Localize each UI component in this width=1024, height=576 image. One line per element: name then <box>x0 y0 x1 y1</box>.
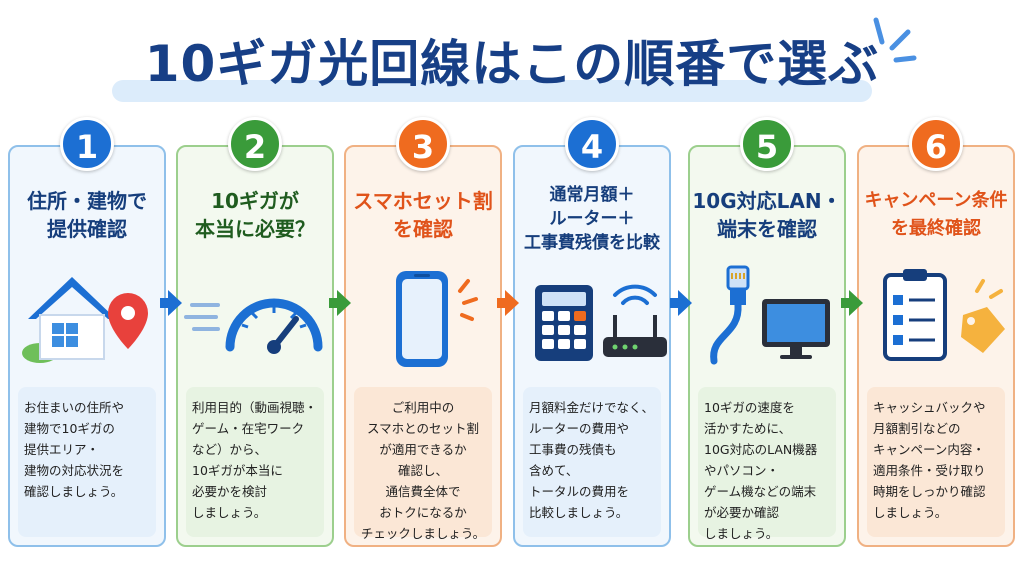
desc-line: キャッシュバックや <box>873 400 986 415</box>
desc-line: しましょう。 <box>873 505 948 520</box>
speedometer-icon <box>184 298 323 354</box>
step-description: 利用目的（動画視聴・ ゲーム・在宅ワーク など）から、 10ギガが本当に 必要か… <box>186 387 324 537</box>
desc-line: 建物で10ギガの <box>24 421 115 436</box>
desc-line: ゲーム機などの端末 <box>704 484 817 499</box>
desc-line: 必要かを検討 <box>192 484 268 499</box>
step-title: 10G対応LAN・ 端末を確認 <box>690 187 844 243</box>
arrow-right-icon <box>160 290 182 316</box>
step-card-2: 10ギガが 本当に必要？ 利用目的（動画視聴・ ゲーム・在宅ワーク など）から、… <box>176 145 334 547</box>
step-number-badge: 1 <box>60 117 114 171</box>
arrow-right-icon <box>670 290 692 316</box>
desc-line: 利用目的（動画視聴・ <box>192 400 318 415</box>
desc-line: 10ギガが本当に <box>192 463 283 478</box>
step-card-6: キャンペーン条件 を最終確認 キャッシュバックや 月額割引などの キャンペーン内… <box>857 145 1015 547</box>
step-description: お住まいの住所や 建物で10ギガの 提供エリア・ 建物の対応状況を 確認しましょ… <box>18 387 156 537</box>
step-number-badge: 6 <box>909 117 963 171</box>
desc-line: 含めて、 <box>529 463 579 478</box>
calculator-router-icon <box>535 284 667 361</box>
desc-line: 確認し、 <box>397 463 448 478</box>
step-number-badge: 2 <box>228 117 282 171</box>
step-description: ご利用中の スマホとのセット割 が適用できるか 確認し、 通信費全体で おトクに… <box>354 387 492 541</box>
desc-line: 比較しましょう。 <box>529 505 629 520</box>
sparkle-icon <box>873 17 917 63</box>
desc-line: が必要か確認 <box>704 505 780 520</box>
desc-line: 工事費の残債も <box>529 442 617 457</box>
desc-line: 月額料金だけでなく、 <box>529 400 655 415</box>
desc-line: チェックしましょう。 <box>360 526 486 541</box>
arrow-right-icon <box>841 290 863 316</box>
step-title-line: 住所・建物で <box>27 189 147 213</box>
step-title-line: 提供確認 <box>47 217 127 241</box>
step-title: スマホセット割 を確認 <box>346 187 500 243</box>
step-card-1: 住所・建物で 提供確認 お住まいの住所や 建物で10ギガの 提供エリア・ 建物の… <box>8 145 166 547</box>
step-description: 月額料金だけでなく、 ルーターの費用や 工事費の残債も 含めて、 トータルの費用… <box>523 387 661 537</box>
step-title-line: キャンペーン条件 <box>864 190 1008 211</box>
step-number-badge: 4 <box>565 117 619 171</box>
desc-line: 時期をしっかり確認 <box>873 484 986 499</box>
step-description: キャッシュバックや 月額割引などの キャンペーン内容・ 適用条件・受け取り 時期… <box>867 387 1005 537</box>
desc-line: 確認しましょう。 <box>24 484 124 499</box>
step-title-line: 本当に必要？ <box>195 217 315 241</box>
arrow-right-icon <box>497 290 519 316</box>
desc-line: 活かすために、 <box>704 421 792 436</box>
step-title-line: ルーター＋ <box>549 209 635 229</box>
step-title-line: を確認 <box>393 217 453 241</box>
lan-cable-monitor-icon <box>710 265 830 365</box>
desc-line: ルーターの費用や <box>529 421 630 436</box>
step-title-line: 10ギガが <box>211 189 299 213</box>
desc-line: 建物の対応状況を <box>24 463 125 478</box>
title-underline-highlight <box>112 80 872 102</box>
step-title: 10ギガが 本当に必要？ <box>178 187 332 243</box>
checklist-tag-icon <box>883 269 1005 361</box>
step-title-line: 10G対応LAN・ <box>692 189 842 213</box>
desc-line: 提供エリア・ <box>24 442 100 457</box>
step-number-badge: 5 <box>740 117 794 171</box>
step-title: キャンペーン条件 を最終確認 <box>859 187 1013 243</box>
desc-line: お住まいの住所や <box>24 400 125 415</box>
step-title-line: 工事費残債を比較 <box>524 233 660 253</box>
desc-line: ご利用中の <box>391 400 455 415</box>
desc-line: スマホとのセット割 <box>366 421 479 436</box>
step-number-badge: 3 <box>396 117 450 171</box>
step-description: 10ギガの速度を 活かすために、 10G対応のLAN機器 やパソコン・ ゲーム機… <box>698 387 836 541</box>
step-title: 住所・建物で 提供確認 <box>10 187 164 243</box>
step-title-line: 端末を確認 <box>717 217 817 241</box>
step-card-4: 通常月額＋ ルーター＋ 工事費残債を比較 月額料金だけでなく、 ルーターの費用や… <box>513 145 671 547</box>
step-title: 通常月額＋ ルーター＋ 工事費残債を比較 <box>515 183 669 255</box>
step-card-5: 10G対応LAN・ 端末を確認 10ギガの速度を 活かすために、 10G対応のL… <box>688 145 846 547</box>
header: 10ギガ光回線はこの順番で選ぶ <box>0 0 1024 110</box>
desc-line: 通信費全体で <box>385 484 461 499</box>
house-location-icon <box>22 277 148 363</box>
arrow-right-icon <box>329 290 351 316</box>
desc-line: トータルの費用を <box>529 484 630 499</box>
desc-line: 10ギガの速度を <box>704 400 795 415</box>
desc-line: 月額割引などの <box>873 421 961 436</box>
desc-line: おトクになるか <box>379 505 467 520</box>
step-title-line: を最終確認 <box>891 218 981 239</box>
desc-line: 適用条件・受け取り <box>873 463 986 478</box>
desc-line: 10G対応のLAN機器 <box>704 442 818 457</box>
desc-line: キャンペーン内容・ <box>873 442 985 457</box>
desc-line: が適用できるか <box>379 442 467 457</box>
smartphone-icon <box>396 271 478 367</box>
desc-line: など）から、 <box>192 442 268 457</box>
desc-line: しましょう。 <box>704 526 779 541</box>
desc-line: しましょう。 <box>192 505 267 520</box>
page-title: 10ギガ光回線はこの順番で選ぶ <box>144 35 880 93</box>
desc-line: やパソコン・ <box>704 463 780 478</box>
desc-line: ゲーム・在宅ワーク <box>192 421 305 436</box>
step-title-line: 通常月額＋ <box>549 185 635 205</box>
step-card-3: スマホセット割 を確認 ご利用中の スマホとのセット割 が適用できるか 確認し、… <box>344 145 502 547</box>
step-title-line: スマホセット割 <box>353 189 493 213</box>
